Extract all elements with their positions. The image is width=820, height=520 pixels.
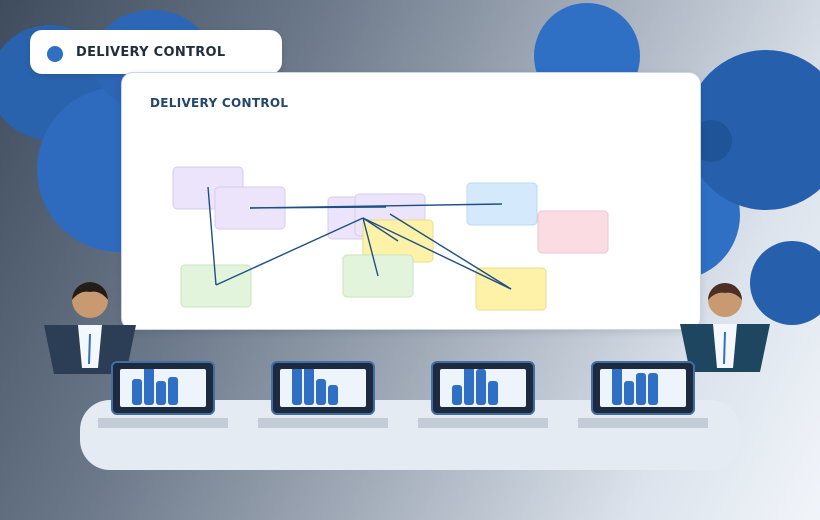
bar-chart-icon bbox=[452, 363, 498, 405]
task-card[interactable] bbox=[180, 264, 252, 308]
board-canvas bbox=[172, 166, 609, 311]
monitor[interactable] bbox=[271, 361, 375, 415]
bar-chart-icon bbox=[292, 363, 338, 405]
task-card[interactable] bbox=[537, 210, 609, 254]
monitor[interactable] bbox=[111, 361, 215, 415]
header-title: DELIVERY CONTROL bbox=[76, 45, 226, 60]
background-blob bbox=[750, 241, 820, 325]
monitor-screen bbox=[280, 363, 366, 407]
delivery-board: DELIVERY CONTROL bbox=[121, 72, 701, 330]
bar-chart-icon bbox=[612, 363, 658, 405]
monitor[interactable] bbox=[431, 361, 535, 415]
status-dot-icon bbox=[47, 46, 63, 62]
person-avatar-icon bbox=[680, 283, 770, 372]
desk-shelf bbox=[98, 418, 228, 428]
desk-shelf bbox=[258, 418, 388, 428]
bar-chart-icon bbox=[132, 367, 178, 405]
board-title: DELIVERY CONTROL bbox=[150, 96, 289, 110]
monitor-screen bbox=[120, 367, 206, 407]
header-chip: DELIVERY CONTROL bbox=[30, 30, 282, 74]
dependency-links bbox=[207, 186, 512, 290]
desk-shelf bbox=[418, 418, 548, 428]
monitor[interactable] bbox=[591, 361, 695, 415]
desk-shelf bbox=[578, 418, 708, 428]
monitor-screen bbox=[600, 363, 686, 407]
monitor-screen bbox=[440, 363, 526, 407]
